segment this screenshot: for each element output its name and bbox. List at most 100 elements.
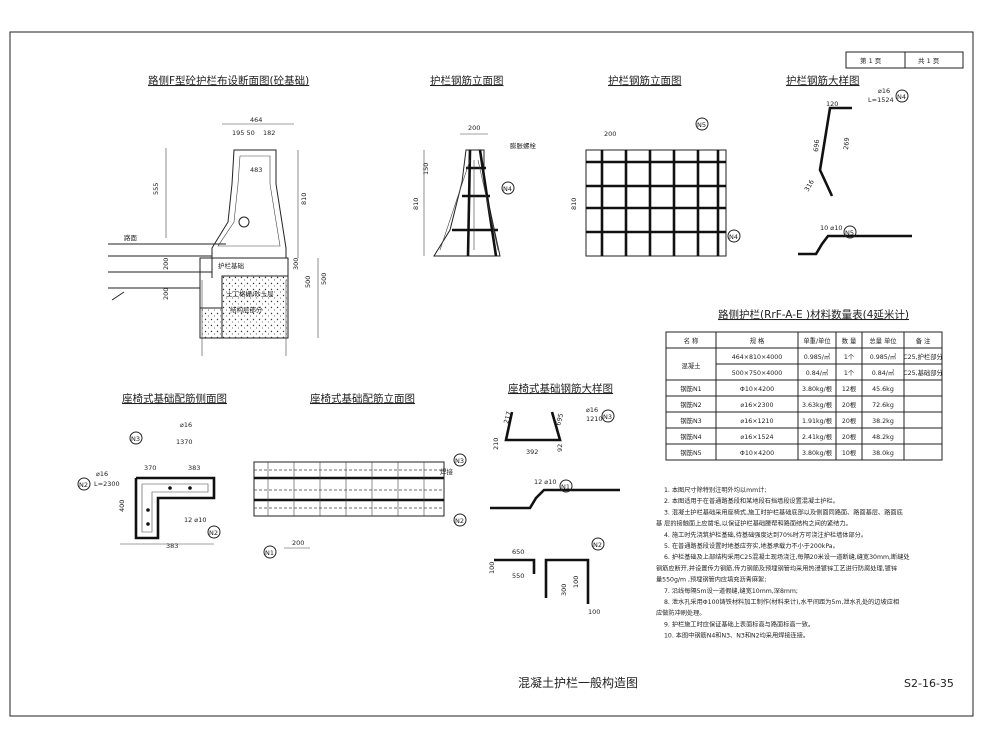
- table-cell: 钢筋N2: [680, 400, 701, 409]
- section-title: 路侧F型砼护栏布设断面图(砼基础): [148, 74, 309, 87]
- table-cell: 48.2kg: [872, 434, 894, 441]
- table-cell: 464×810×4000: [732, 354, 783, 361]
- table-cell: 10根: [842, 448, 857, 457]
- dim-200e: 200: [292, 539, 304, 547]
- dim-464: 464: [250, 116, 262, 124]
- total-label: 共 1 页: [918, 56, 940, 65]
- soil-label-1: 土工格栅/砂土层: [226, 289, 274, 298]
- dim-210: 210: [492, 438, 500, 450]
- dim-810c: 810: [570, 198, 578, 210]
- note-line: 3. 混凝土护栏基础采用座椅式,施工时护栏基础底部以及侧面同路面、路面基层、路面…: [664, 508, 903, 516]
- note-line: 8. 泄水孔采用Φ100铸铁材料加工制作(材料来计),水平间距为5m,泄水孔处的…: [664, 598, 899, 606]
- n3b-tag: N3: [603, 413, 612, 421]
- page-box: 第 1 页 共 1 页: [845, 51, 964, 69]
- dim-392: 392: [526, 448, 538, 456]
- material-table: 路侧护栏(RrF-A-E )材料数量表(4延米计) 名 称规 格单重/单位数 量…: [665, 308, 943, 461]
- n4-tag-detail: N4: [897, 93, 906, 101]
- table-cell: 0.985/㎡: [804, 352, 831, 361]
- table-cell: 45.6kg: [872, 386, 894, 393]
- dim-92: 92: [556, 444, 564, 452]
- note-line: 2. 本图适用于在普通路基段和某地段石挡墙段设置混凝土护栏。: [664, 497, 839, 505]
- page-label: 第 1 页: [860, 56, 882, 65]
- table-cell: 3.80kg/根: [802, 448, 833, 457]
- table-cell: 0.84/㎡: [806, 368, 829, 377]
- soil-label-2: 结构层部分: [230, 305, 263, 314]
- dim-300b: 300: [560, 584, 568, 596]
- note-line: 基 层的接触面上应凿毛,以保证护栏基础腰帮和路面结构之间的紧结力。: [656, 520, 852, 528]
- n2-tag-detail: N2: [593, 541, 602, 549]
- n2b-spec: 12 ⌀10: [184, 516, 207, 524]
- dim-383b: 383: [166, 542, 178, 550]
- table-cell: 38.2kg: [872, 418, 894, 425]
- n4-tag-elev: N4: [729, 233, 738, 241]
- dim-200d: 200: [604, 130, 616, 138]
- n2b-tag: N2: [209, 529, 218, 537]
- rebar-detail: 护栏钢筋大样图 ⌀16 L=1524 N4 120 269 696 316 10…: [786, 74, 912, 256]
- dim-150: 150: [422, 163, 430, 175]
- n3-tag-elev: N3: [455, 457, 464, 465]
- n1-spec: 12 ⌀10: [534, 478, 557, 486]
- n5-spec: 10 ⌀10: [820, 224, 843, 232]
- table-cell: 2.41kg/根: [802, 432, 833, 441]
- dim-370: 370: [144, 464, 156, 472]
- seat-side-view: 座椅式基础配筋侧面图 N3 ⌀16 1370 370 383 N2 ⌀16 L=…: [77, 392, 227, 550]
- seat-detail-title: 座椅式基础钢筋大样图: [508, 382, 613, 395]
- table-cell: 1个: [844, 369, 855, 377]
- table-cell: 20根: [842, 400, 857, 409]
- dim-182: 182: [263, 129, 275, 137]
- drawing-number: S2-16-35: [904, 677, 954, 690]
- elev1-title: 护栏钢筋立面图: [430, 74, 504, 87]
- n1-tag-elev: N1: [265, 549, 274, 557]
- road-label: 路面: [124, 233, 138, 242]
- table-header-cell: 单重/单位: [803, 336, 831, 345]
- seat-side-title: 座椅式基础配筋侧面图: [122, 392, 227, 405]
- table-cell: 钢筋N4: [680, 432, 701, 441]
- table-header-cell: 名 称: [684, 336, 699, 345]
- table-header-cell: 备 注: [916, 336, 931, 345]
- dim-195-50: 195 50: [232, 129, 255, 137]
- table-title: 路侧护栏(RrF-A-E )材料数量表(4延米计): [718, 308, 909, 321]
- note-line: 9. 护栏施工时应保证基础上表面标高与路面标高一致。: [664, 620, 814, 628]
- table-cell: C25,基础部分: [903, 368, 943, 377]
- weld-label: 焊接: [440, 467, 454, 476]
- dim-269: 269: [842, 137, 851, 150]
- dim-400: 400: [118, 500, 126, 512]
- dim-200c: 200: [468, 124, 480, 132]
- table-cell: ⌀16×2300: [740, 402, 773, 409]
- n2-len-side: L=2300: [94, 480, 120, 488]
- dim-500b: 500: [320, 273, 328, 285]
- table-cell: 混凝土: [682, 361, 701, 370]
- dim-100c: 100: [588, 608, 600, 616]
- seat-detail-view: 座椅式基础钢筋大样图 217 695 210 392 92 ⌀16 1210 N…: [488, 382, 620, 616]
- table-cell: 72.6kg: [872, 402, 894, 409]
- table-cell: 3.80kg/根: [802, 384, 833, 393]
- dim-200a: 200: [162, 258, 170, 270]
- n3b-spec: ⌀16: [586, 406, 598, 414]
- dim-695: 695: [554, 412, 565, 426]
- dim-100b: 100: [572, 576, 580, 588]
- table-cell: 1.91kg/根: [802, 416, 833, 425]
- dim-200b: 200: [162, 288, 170, 300]
- table-cell: C25,护栏部分: [903, 352, 943, 361]
- n3-spec-side: ⌀16: [180, 421, 192, 429]
- note-line: 4. 施工时先浇筑护栏基础,待基础强度达到70%时方可浇注护栏墙体部分。: [664, 531, 867, 539]
- dim-217: 217: [502, 410, 513, 424]
- elevation-view-1: 护栏钢筋立面图 810 150 200 膨胀螺栓 N4: [412, 74, 537, 257]
- detail-title: 护栏钢筋大样图: [786, 74, 860, 87]
- n4-spec: ⌀16: [878, 87, 890, 95]
- table-cell: 0.985/㎡: [870, 352, 897, 361]
- dim-316: 316: [803, 178, 816, 193]
- n5-tag-elev: N5: [697, 121, 706, 129]
- expansion-bolt-label: 膨胀螺栓: [510, 141, 537, 150]
- notes-block: 1. 本图尺寸除特别注明外均以mm计;2. 本图适用于在普通路基段和某地段石挡墙…: [656, 486, 910, 640]
- table-cell: ⌀16×1210: [740, 418, 773, 425]
- dim-555: 555: [152, 183, 160, 195]
- note-line: 7. 沿线每隔5m设一道假缝,缝宽10mm,深8mm;: [664, 587, 798, 595]
- table-cell: 1个: [844, 353, 855, 361]
- dim-550: 550: [512, 572, 524, 580]
- n3-tag-side: N3: [131, 435, 140, 443]
- n2-tag-side: N2: [79, 481, 88, 489]
- table-header-cell: 数 量: [842, 336, 857, 345]
- n4-tag: N4: [503, 185, 512, 193]
